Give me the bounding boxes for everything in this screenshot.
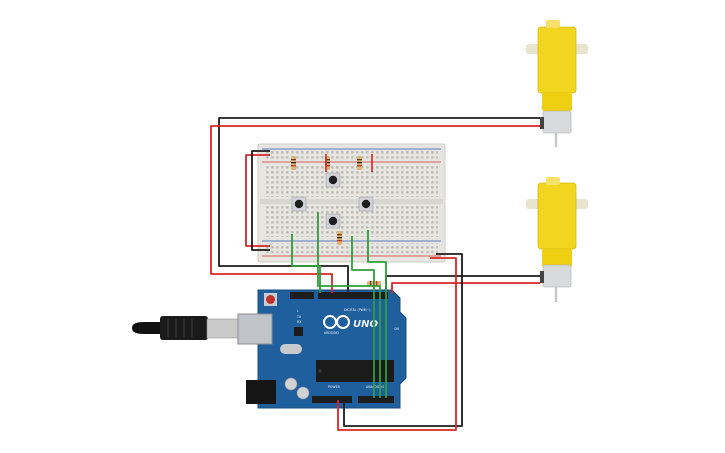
arduino-logo-icon (323, 315, 350, 329)
push-button[interactable] (291, 196, 307, 212)
wire-green[interactable] (291, 234, 321, 293)
on-label: ON (394, 327, 400, 331)
usb-cable[interactable] (132, 316, 240, 340)
usb-port (237, 313, 273, 345)
l-label: L (297, 309, 299, 313)
digital-header-label: DIGITAL (PWM~) (344, 308, 370, 312)
resistor[interactable] (337, 231, 342, 245)
power-header-label: POWER (328, 385, 341, 389)
wire-green[interactable] (351, 236, 375, 398)
power-jack (246, 380, 276, 404)
microcontroller-chip (316, 360, 394, 382)
tx-label: TX (296, 315, 302, 319)
wire-green[interactable] (317, 212, 381, 398)
wire-black[interactable] (218, 117, 540, 293)
wire-red[interactable] (210, 125, 540, 293)
resistor[interactable] (291, 156, 296, 170)
wire-black[interactable] (251, 150, 270, 251)
analog-header-label: ANALOG IN (366, 385, 384, 389)
push-button[interactable] (325, 172, 341, 188)
reset-button[interactable] (266, 295, 275, 304)
rx-label: RX (297, 320, 302, 324)
wire-red[interactable] (245, 154, 270, 247)
wire-red[interactable] (391, 282, 540, 293)
wire-green[interactable] (367, 230, 387, 398)
wire-black[interactable] (343, 253, 463, 427)
push-button[interactable] (358, 196, 374, 212)
breadboard[interactable] (257, 143, 446, 263)
push-button[interactable] (325, 213, 341, 229)
resistor[interactable] (357, 156, 362, 170)
board-model: UNO (353, 319, 378, 330)
wire-black[interactable] (385, 275, 540, 293)
motor-top[interactable] (526, 20, 588, 147)
board-brand: ARDUINO (324, 331, 340, 335)
motor-bottom[interactable] (526, 177, 588, 302)
wire-red[interactable] (337, 257, 457, 431)
